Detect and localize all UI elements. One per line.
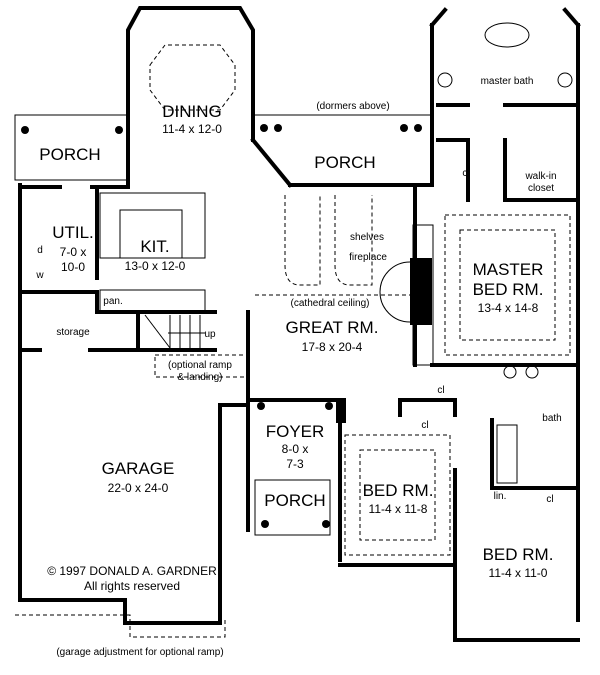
shelves-label: shelves [350,232,384,243]
dining-size: 11-4 x 12-0 [162,122,222,136]
bed3-label: BED RM. [483,545,554,564]
master-bath-label: master bath [481,76,534,87]
bed3-size: 11-4 x 11-0 [489,566,548,580]
copyright-line-2: All rights reserved [84,579,180,593]
washer-label: w [35,270,44,281]
walls [14,6,581,642]
copyright-line-1: © 1997 DONALD A. GARDNER [47,564,217,578]
closet-label: cl [462,168,469,179]
util-size-2: 10-0 [61,260,85,274]
master-bed-label-1: MASTER [473,260,544,279]
kit-size: 13-0 x 12-0 [125,259,186,273]
garage-adjustment-note: (garage adjustment for optional ramp) [56,647,223,658]
fireplace-label: fireplace [349,252,387,263]
garage-size: 22-0 x 24-0 [108,481,169,495]
bed2-closet-label: cl [421,420,428,431]
storage-label: storage [56,327,90,338]
ramp-note-2: & landing) [177,372,222,383]
foyer-size-1: 8-0 x [282,442,309,456]
foyer-label: FOYER [266,422,325,441]
front-porch-outline [254,479,331,536]
ramp-note-1: (optional ramp [168,360,232,371]
great-room-size: 17-8 x 20-4 [302,340,363,354]
dormers-note: (dormers above) [316,101,389,112]
great-room-label: GREAT RM. [286,318,379,337]
pantry-label: pan. [103,296,122,307]
garage-walls [18,403,250,625]
master-closet-label: cl [437,385,444,396]
bath-label: bath [542,413,561,424]
util-label: UTIL. [52,223,94,242]
bed2-tray-ceiling [344,434,451,556]
stairs [144,314,205,349]
master-bed-label-2: BED RM. [473,280,544,299]
dining-ceiling [149,44,236,111]
dryer-label: d [37,245,43,256]
stairs-up-label: up [204,329,216,340]
porch-front-label: PORCH [264,491,325,510]
bed2-size: 11-4 x 11-8 [369,502,428,516]
garage-label: GARAGE [102,459,175,478]
kit-label: KIT. [140,237,169,256]
bed2-label: BED RM. [363,481,434,500]
util-size-1: 7-0 x [60,245,87,259]
dining-label: DINING [162,102,222,121]
porch-top-label: PORCH [314,153,375,172]
foyer-size-2: 7-3 [286,457,304,471]
walkin-label-2: closet [528,183,554,194]
bed3-closet-label: cl [546,494,553,505]
dining-walls [126,6,255,187]
porch-left-label: PORCH [39,145,100,164]
cathedral-note: (cathedral ceiling) [291,298,370,309]
master-bed-size: 13-4 x 14-8 [478,301,539,315]
walkin-label-1: walk-in [524,171,556,182]
linen-label: lin. [494,491,507,502]
porch-posts [21,124,422,528]
